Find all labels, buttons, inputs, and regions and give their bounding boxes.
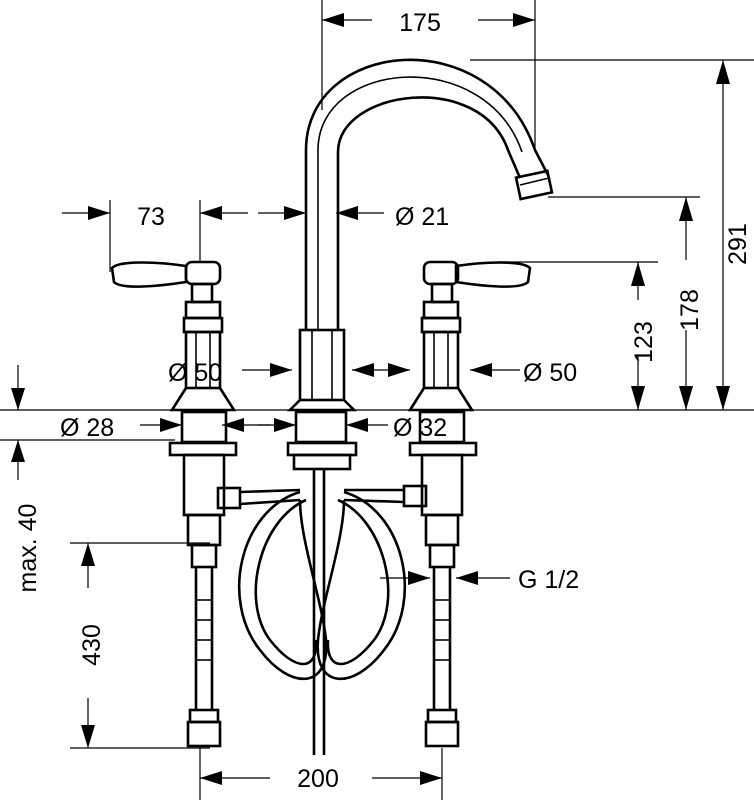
dim-spout-diameter: Ø 21 (395, 203, 449, 231)
dim-hose-length: 430 (78, 624, 106, 666)
thread-marks (196, 599, 450, 661)
dim-total-height: 291 (724, 223, 752, 265)
dim-handle-offset: 73 (137, 203, 165, 231)
dim-max-deck-thickness: max. 40 (14, 504, 42, 593)
dim-spout-reach: 175 (399, 9, 441, 37)
spout (304, 58, 554, 330)
dim-handle-height: 123 (630, 321, 658, 363)
right-valve (407, 260, 532, 748)
dim-left-shank-diameter: Ø 28 (60, 414, 114, 442)
spout-body (286, 328, 358, 755)
dim-connection-thread: G 1/2 (518, 566, 579, 594)
connector-hoses (216, 484, 428, 681)
dim-outlet-height: 178 (676, 289, 704, 331)
dim-valve-spacing: 200 (297, 765, 339, 793)
dim-right-valve-diameter: Ø 50 (523, 359, 577, 387)
left-valve (110, 260, 238, 748)
dim-left-valve-diameter: Ø 50 (168, 359, 222, 387)
